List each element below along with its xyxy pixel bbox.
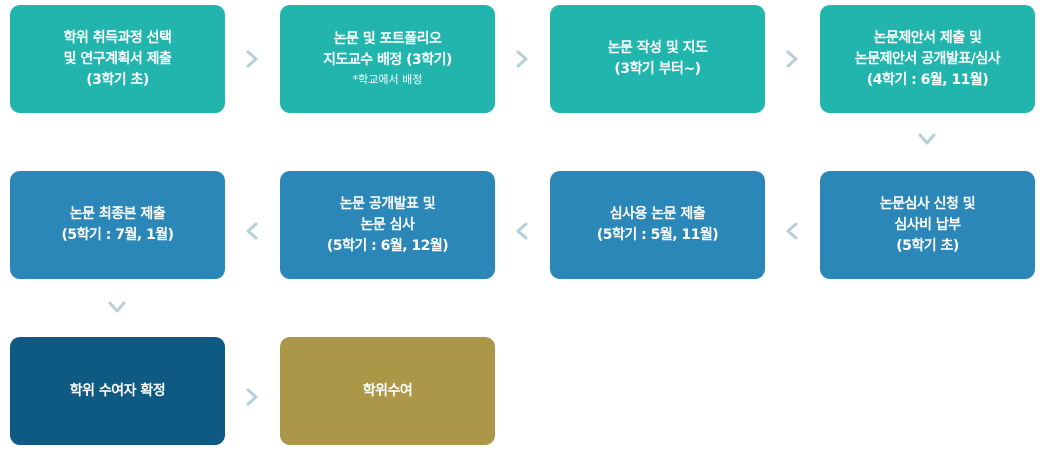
- arrow-right-icon: [242, 387, 262, 407]
- step-10-box: 학위수여: [280, 337, 495, 445]
- step-2-line-2: 지도교수 배정 (3학기): [323, 52, 452, 68]
- step-1-box: 학위 취득과정 선택 및 연구계획서 제출 (3학기 초): [10, 5, 225, 113]
- step-4-box: 논문제안서 제출 및 논문제안서 공개발표/심사 (4학기 : 6월, 11월): [820, 5, 1035, 113]
- step-1-line-2: 및 연구계획서 제출: [63, 50, 172, 67]
- step-5-line-1: 논문심사 신청 및: [879, 195, 976, 212]
- step-5-line-2: 심사비 납부: [894, 216, 961, 233]
- arrow-left-icon: [512, 221, 532, 241]
- step-9-line-1: 학위 수여자 확정: [69, 382, 166, 399]
- step-3-line-2: (3학기 부터~): [614, 61, 701, 77]
- arrow-right-icon: [782, 49, 802, 69]
- step-8-line-2: (5학기 : 7월, 1월): [61, 227, 174, 243]
- arrow-right-icon: [512, 49, 532, 69]
- step-5-line-3: (5학기 초): [896, 237, 959, 254]
- arrow-down-icon: [107, 297, 127, 317]
- step-6-line-2: (5학기 : 5월, 11월): [596, 227, 719, 243]
- step-4-line-3: (4학기 : 6월, 11월): [866, 71, 989, 88]
- step-2-line-1: 논문 및 포트폴리오: [333, 31, 442, 47]
- step-4-line-2: 논문제안서 공개발표/심사: [854, 50, 1001, 67]
- step-6-line-1: 심사용 논문 제출: [609, 206, 706, 222]
- step-2-note: *학교에서 배정: [352, 73, 423, 86]
- step-8-box: 논문 최종본 제출 (5학기 : 7월, 1월): [10, 171, 225, 279]
- step-5-box: 논문심사 신청 및 심사비 납부 (5학기 초): [820, 171, 1035, 279]
- step-1-line-1: 학위 취득과정 선택: [63, 29, 172, 46]
- step-2-box: 논문 및 포트폴리오 지도교수 배정 (3학기) *학교에서 배정: [280, 5, 495, 113]
- step-3-box: 논문 작성 및 지도 (3학기 부터~): [550, 5, 765, 113]
- arrow-down-icon: [917, 129, 937, 149]
- step-7-box: 논문 공개발표 및 논문 심사 (5학기 : 6월, 12월): [280, 171, 495, 279]
- arrow-left-icon: [242, 221, 262, 241]
- step-4-line-1: 논문제안서 제출 및: [873, 29, 982, 46]
- step-7-line-2: 논문 심사: [360, 216, 415, 233]
- step-7-line-3: (5학기 : 6월, 12월): [326, 237, 449, 254]
- step-10-line-1: 학위수여: [362, 382, 413, 399]
- step-8-line-1: 논문 최종본 제출: [69, 206, 166, 222]
- step-9-box: 학위 수여자 확정: [10, 337, 225, 445]
- step-1-line-3: (3학기 초): [86, 71, 149, 88]
- step-7-line-1: 논문 공개발표 및: [339, 195, 436, 212]
- arrow-right-icon: [242, 49, 262, 69]
- step-3-line-1: 논문 작성 및 지도: [607, 40, 708, 56]
- step-6-box: 심사용 논문 제출 (5학기 : 5월, 11월): [550, 171, 765, 279]
- arrow-left-icon: [782, 221, 802, 241]
